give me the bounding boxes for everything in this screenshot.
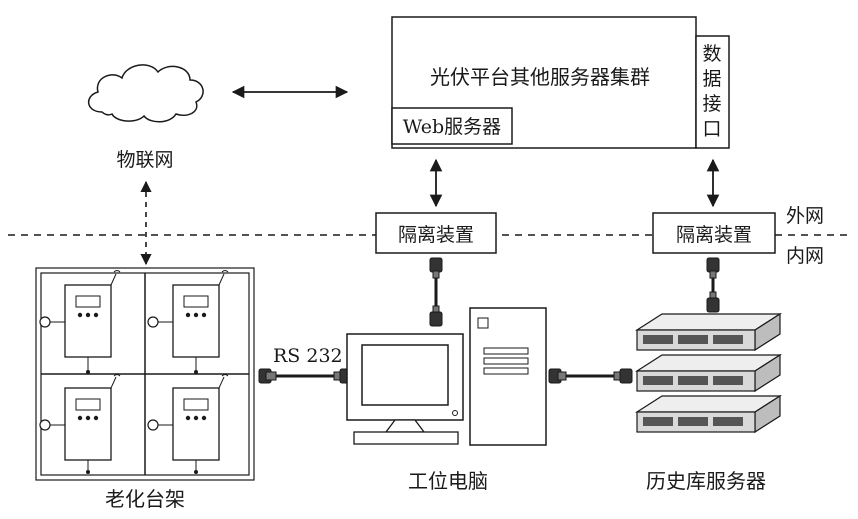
cable-connector-icon <box>706 257 720 313</box>
inverter-device-icon <box>39 374 121 474</box>
data-interface-char-2: 据 <box>702 68 721 90</box>
data-interface-char-4: 口 <box>702 118 721 140</box>
inverter-device-icon <box>39 270 121 374</box>
web-server-box <box>391 107 513 145</box>
data-interface-char-1: 数 <box>702 43 721 65</box>
rs232-label: RS 232 <box>273 345 343 367</box>
inverter-device-icon <box>147 270 229 374</box>
isolation-left-label: 隔离装置 <box>398 224 474 246</box>
cable-connector-icon <box>548 368 633 384</box>
desktop-computer-icon <box>346 307 547 446</box>
history-servers-label: 历史库服务器 <box>646 469 766 493</box>
isolation-right-label: 隔离装置 <box>676 224 752 246</box>
web-server-label: Web服务器 <box>403 116 501 138</box>
rack-server-icon <box>634 353 783 393</box>
cluster-label: 光伏平台其他服务器集群 <box>430 65 650 89</box>
isolation-device-right: 隔离装置 <box>652 212 776 254</box>
external-net-label: 外网 <box>786 205 824 227</box>
rs232-cable <box>258 368 353 384</box>
rack-server-icon <box>634 312 783 352</box>
workstation-label: 工位电脑 <box>408 469 488 493</box>
cloud-icon <box>88 64 204 123</box>
internal-net-label: 内网 <box>786 245 824 267</box>
inverter-device-icon <box>147 374 229 474</box>
data-interface-char-3: 接 <box>702 93 721 115</box>
rack-server-icon <box>634 394 783 434</box>
aging-rack <box>35 267 255 481</box>
server-cluster: 光伏平台其他服务器集群 Web服务器 <box>391 16 697 149</box>
isolation-device-left: 隔离装置 <box>375 212 497 254</box>
cable-connector-icon <box>429 257 443 327</box>
iot-label: 物联网 <box>116 149 173 171</box>
data-interface: 数 据 接 口 <box>695 35 730 149</box>
aging-rack-label: 老化台架 <box>105 487 185 511</box>
